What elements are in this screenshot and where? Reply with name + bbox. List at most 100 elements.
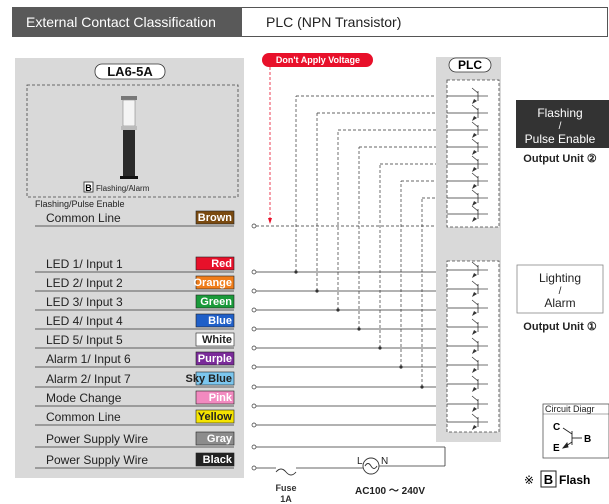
circuit-inset xyxy=(542,403,609,459)
wire-color-name: Blue xyxy=(208,315,232,327)
terminal-dot xyxy=(251,422,257,428)
transistor-icon xyxy=(447,172,488,189)
note-text: Flash xyxy=(559,473,590,487)
wire-color-swatch xyxy=(195,210,235,225)
circuit-title: Circuit Diagr xyxy=(545,404,595,414)
title-badge xyxy=(94,63,166,80)
note-b-letter: B xyxy=(544,472,553,487)
wire-color-name: White xyxy=(202,334,232,346)
transistor-icon xyxy=(447,356,488,373)
terminal-dot xyxy=(251,403,257,409)
terminal-dot xyxy=(251,345,257,351)
output-unit-1-caption: Output Unit ① xyxy=(523,321,597,333)
warning-badge xyxy=(262,53,373,67)
wire-label: Alarm 1/ Input 6 xyxy=(46,352,131,366)
classification-value: PLC (NPN Transistor) xyxy=(242,7,608,37)
output-unit-2-line2: Pulse Enable xyxy=(525,132,596,146)
wire-color-swatch xyxy=(195,371,235,386)
note-b-box xyxy=(540,470,557,488)
wire-color-swatch xyxy=(195,390,235,405)
wire-color-swatch xyxy=(195,351,235,366)
output-unit-2-caption: Output Unit ② xyxy=(523,153,597,165)
fuse-value: 1A xyxy=(280,494,292,504)
transistor-icon xyxy=(447,375,488,392)
transistor-icon xyxy=(447,318,488,335)
wire-label: LED 1/ Input 1 xyxy=(46,257,123,271)
plc-badge xyxy=(448,57,492,73)
flash-enable-label: Flashing/Pulse Enable xyxy=(35,199,125,209)
wire-color-swatch xyxy=(195,332,235,347)
wire-color-name: Gray xyxy=(207,433,233,445)
note-mark: ※ xyxy=(524,473,534,487)
terminal-dot xyxy=(251,307,257,313)
terminal-dot xyxy=(251,288,257,294)
wire-color-swatch xyxy=(195,452,235,467)
transistor-icon xyxy=(447,261,488,278)
wire-color-swatch xyxy=(195,256,235,271)
transistor-icon xyxy=(447,189,488,206)
terminal-dot xyxy=(251,223,257,229)
wire-color-swatch xyxy=(195,409,235,424)
device-title: LA6-5A xyxy=(107,64,153,79)
wire-color-name: Black xyxy=(203,454,233,466)
warning-arrow-icon xyxy=(268,218,272,224)
wire-label: LED 5/ Input 5 xyxy=(46,333,123,347)
output-unit-1-box xyxy=(516,264,604,314)
wire-color-name: Orange xyxy=(193,277,232,289)
wire-color-swatch xyxy=(195,431,235,446)
circuit-e: E xyxy=(553,443,560,454)
dashed-connections xyxy=(294,95,447,389)
wire-label: Common Line xyxy=(46,211,121,225)
wire-color-name: Yellow xyxy=(198,411,233,423)
circuit-c: C xyxy=(553,422,560,433)
wire-color-swatch xyxy=(195,313,235,328)
output-unit-1-line2: Alarm xyxy=(544,296,575,310)
transistor-icon xyxy=(447,155,488,172)
classification-label: External Contact Classification xyxy=(12,7,242,37)
output-unit-1-slash: / xyxy=(559,286,562,297)
circuit-b: B xyxy=(584,434,591,445)
transistor-icon xyxy=(447,280,488,297)
wire-label: LED 4/ Input 4 xyxy=(46,314,123,328)
junction-dot xyxy=(315,289,319,293)
plc-title: PLC xyxy=(458,58,482,72)
wire-label: Power Supply Wire xyxy=(46,432,148,446)
output-unit-1-line1: Lighting xyxy=(539,271,581,285)
ac-label: AC100 ～ 240V xyxy=(355,486,425,497)
b-box-letter: B xyxy=(85,183,92,193)
wire-label: LED 3/ Input 3 xyxy=(46,295,123,309)
junction-dot xyxy=(336,308,340,312)
transistor-icon xyxy=(447,87,488,104)
output-unit-2-slash: / xyxy=(559,121,562,132)
transistor-icon xyxy=(447,299,488,316)
warning-label: Don't Apply Voltage xyxy=(276,55,360,65)
lamp-area xyxy=(26,84,239,198)
wire-label: LED 2/ Input 2 xyxy=(46,276,123,290)
plc-unit-1 xyxy=(446,260,500,433)
wire-color-name: Green xyxy=(200,296,232,308)
wire-color-name: Pink xyxy=(209,392,233,404)
output-unit-2-line1: Flashing xyxy=(537,106,582,120)
wire-color-name: Red xyxy=(211,258,232,270)
terminal-dot xyxy=(251,465,257,471)
junction-dot xyxy=(294,270,298,274)
junction-dot xyxy=(378,346,382,350)
transistor-icon xyxy=(447,337,488,354)
terminal-dot xyxy=(251,444,257,450)
terminal-dot xyxy=(251,384,257,390)
junction-dot xyxy=(399,365,403,369)
wire-color-swatch xyxy=(195,294,235,309)
ac-n: N xyxy=(381,456,388,467)
transistor-symbol-icon xyxy=(561,427,582,449)
transistor-icon xyxy=(447,395,488,412)
junction-dot xyxy=(357,327,361,331)
wire-label: Alarm 2/ Input 7 xyxy=(46,372,131,386)
wire-color-name: Sky Blue xyxy=(186,373,232,385)
transistor-icon xyxy=(447,104,488,121)
wire-color-name: Brown xyxy=(198,212,233,224)
transistor-icon xyxy=(447,121,488,138)
transistor-icon xyxy=(447,413,488,430)
wire-label: Mode Change xyxy=(46,391,122,405)
